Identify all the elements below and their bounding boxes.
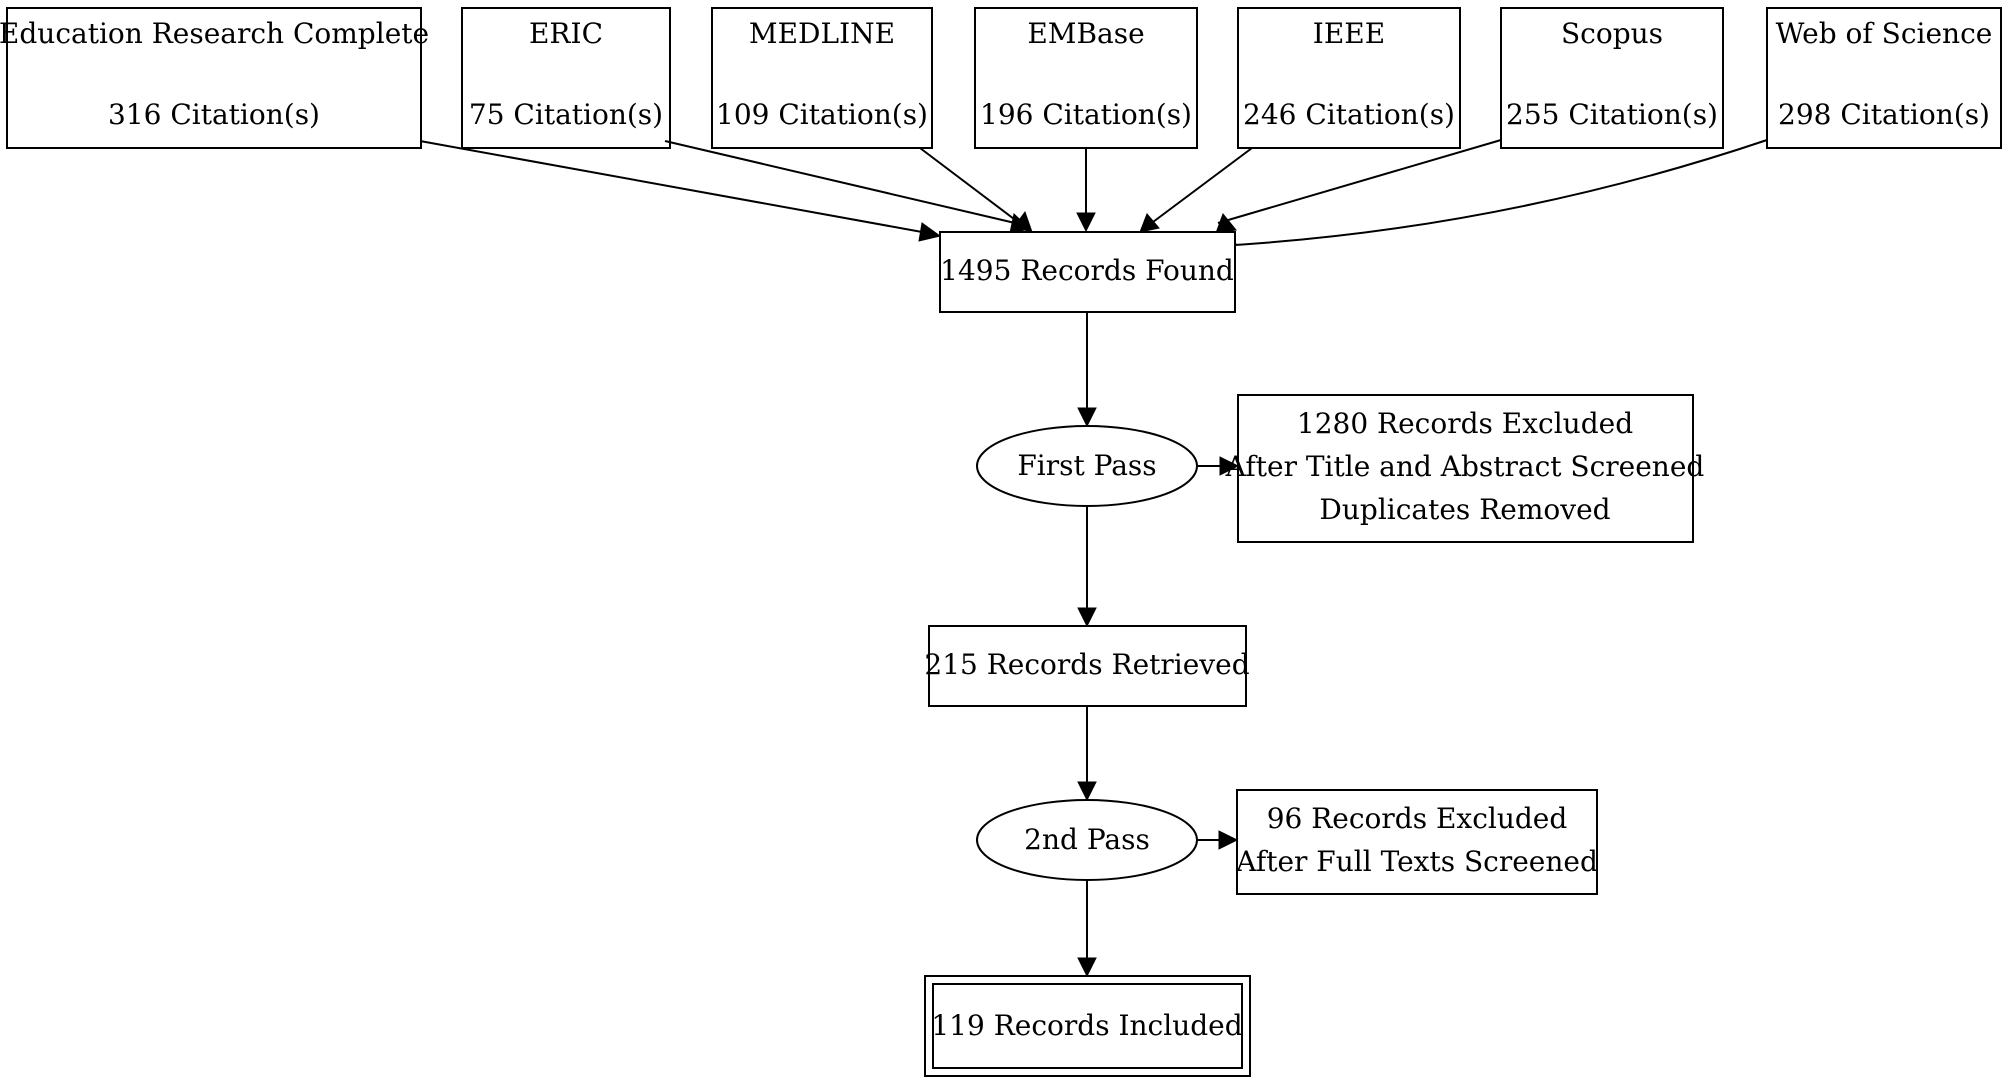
- source-citations: 196 Citation(s): [980, 98, 1192, 131]
- source-node-education-research-complete: Education Research Complete 316 Citation…: [0, 7, 429, 149]
- records-found-label: 1495 Records Found: [940, 254, 1234, 287]
- first-excluded-line3: Duplicates Removed: [1319, 493, 1610, 526]
- source-name: EMBase: [1027, 17, 1144, 50]
- source-node-web-of-science: Web of Science 298 Citation(s): [1766, 7, 2002, 149]
- source-name: ERIC: [529, 17, 603, 50]
- arrowhead: [1076, 212, 1096, 233]
- source-citations: 255 Citation(s): [1506, 98, 1718, 131]
- arrowhead: [918, 222, 942, 242]
- source-node-scopus: Scopus 255 Citation(s): [1500, 7, 1724, 149]
- second-excluded-line1: 96 Records Excluded: [1267, 802, 1568, 835]
- source-name: Education Research Complete: [0, 17, 429, 50]
- first-excluded-line1: 1280 Records Excluded: [1297, 407, 1633, 440]
- first-excluded-node: 1280 Records Excluded After Title and Ab…: [1225, 394, 1705, 543]
- arrowhead: [1215, 213, 1237, 234]
- records-included-label: 119 Records Included: [931, 1009, 1242, 1042]
- records-retrieved-label: 215 Records Retrieved: [924, 648, 1249, 681]
- arrowhead: [1139, 213, 1160, 233]
- source-edges: [419, 139, 1768, 247]
- edge-erc-to-found: [419, 140, 923, 233]
- source-name: Scopus: [1561, 17, 1663, 50]
- arrowhead: [1077, 781, 1097, 802]
- edge-scopus-to-found: [1217, 139, 1502, 224]
- second-excluded-node: 96 Records Excluded After Full Texts Scr…: [1235, 789, 1598, 895]
- source-citations: 246 Citation(s): [1243, 98, 1455, 131]
- records-found-node: 1495 Records Found: [939, 231, 1236, 313]
- arrowhead: [1219, 456, 1240, 476]
- source-citations: 316 Citation(s): [108, 98, 320, 131]
- first-excluded-line2: After Title and Abstract Screened: [1225, 450, 1705, 483]
- edge-eric-to-found: [664, 140, 1016, 224]
- first-pass-node: First Pass: [976, 425, 1198, 507]
- source-name: IEEE: [1313, 17, 1385, 50]
- arrowhead: [1077, 407, 1097, 428]
- edge-wos-to-found: [1217, 139, 1768, 247]
- records-included-node: 119 Records Included: [924, 975, 1251, 1077]
- records-retrieved-node: 215 Records Retrieved: [924, 625, 1250, 707]
- source-name: MEDLINE: [749, 17, 895, 50]
- arrowhead: [1013, 210, 1033, 233]
- second-excluded-line2: After Full Texts Screened: [1235, 845, 1598, 878]
- source-node-eric: ERIC 75 Citation(s): [461, 7, 671, 149]
- source-node-ieee: IEEE 246 Citation(s): [1237, 7, 1461, 149]
- arrowhead: [1218, 830, 1239, 850]
- arrowhead: [1077, 957, 1097, 978]
- source-name: Web of Science: [1776, 17, 1993, 50]
- edge-medline-to-found: [919, 147, 1019, 223]
- source-citations: 75 Citation(s): [469, 98, 663, 131]
- source-citations: 109 Citation(s): [716, 98, 928, 131]
- first-pass-label: First Pass: [1017, 449, 1156, 482]
- edge-ieee-to-found: [1152, 147, 1253, 223]
- source-citations: 298 Citation(s): [1778, 98, 1990, 131]
- second-pass-label: 2nd Pass: [1024, 823, 1150, 856]
- arrowhead: [1077, 607, 1097, 628]
- second-pass-node: 2nd Pass: [976, 799, 1198, 881]
- source-node-embase: EMBase 196 Citation(s): [974, 7, 1198, 149]
- source-node-medline: MEDLINE 109 Citation(s): [711, 7, 933, 149]
